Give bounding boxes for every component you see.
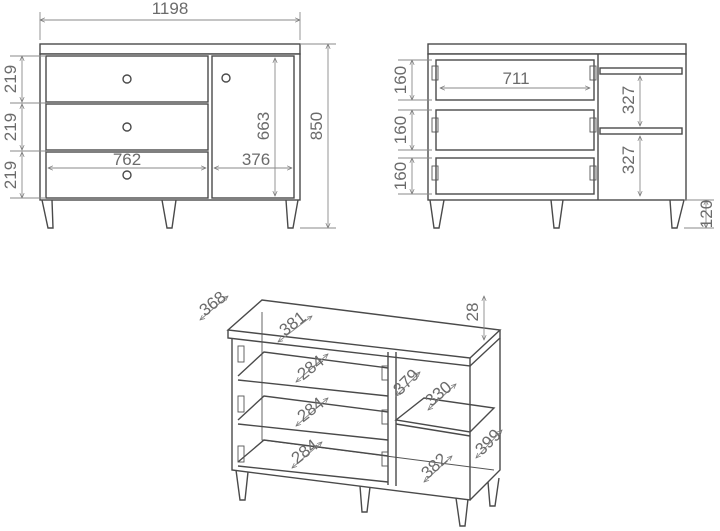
total-height-label: 850 bbox=[307, 112, 326, 140]
top-thickness-label: 28 bbox=[463, 303, 482, 322]
shelf-depth-b: 330 bbox=[421, 377, 455, 410]
inner-drawer-height-1: 160 bbox=[391, 66, 410, 94]
drawer-height-1: 219 bbox=[1, 65, 20, 93]
open-front-view: 160 160 160 711 327 327 120 bbox=[391, 43, 716, 229]
door-knob bbox=[221, 73, 231, 83]
shelf-depth-a: 379 bbox=[389, 365, 422, 398]
drawer-width-label: 762 bbox=[113, 150, 141, 169]
drawer-knob-1 bbox=[122, 74, 132, 84]
front-view: 1198 219 219 219 762 376 bbox=[1, 0, 336, 229]
drawer-depth-2: 284 bbox=[294, 393, 328, 425]
compartment-height-1: 327 bbox=[619, 86, 638, 114]
inner-drawer-width-label: 711 bbox=[502, 69, 529, 88]
door-height-label: 663 bbox=[254, 112, 273, 140]
drawer-height-2: 219 bbox=[1, 113, 20, 141]
door-width-label: 376 bbox=[242, 150, 270, 169]
drawer-knob-2 bbox=[122, 122, 132, 132]
drawer-knob-3 bbox=[122, 170, 132, 180]
drawer-depth-3: 284 bbox=[288, 435, 322, 467]
leg-height-label: 120 bbox=[697, 200, 716, 228]
isometric-view: 368 28 381 284 284 284 379 330 399 382 bbox=[196, 287, 505, 527]
drawer-height-3: 219 bbox=[1, 161, 20, 189]
compartment-height-2: 327 bbox=[619, 146, 638, 174]
total-width-label: 1198 bbox=[152, 0, 189, 18]
bottom-depth-label: 382 bbox=[417, 449, 451, 482]
inner-drawer-height-3: 160 bbox=[391, 162, 410, 190]
inner-drawer-height-2: 160 bbox=[391, 116, 410, 144]
depth-label: 368 bbox=[196, 287, 230, 319]
